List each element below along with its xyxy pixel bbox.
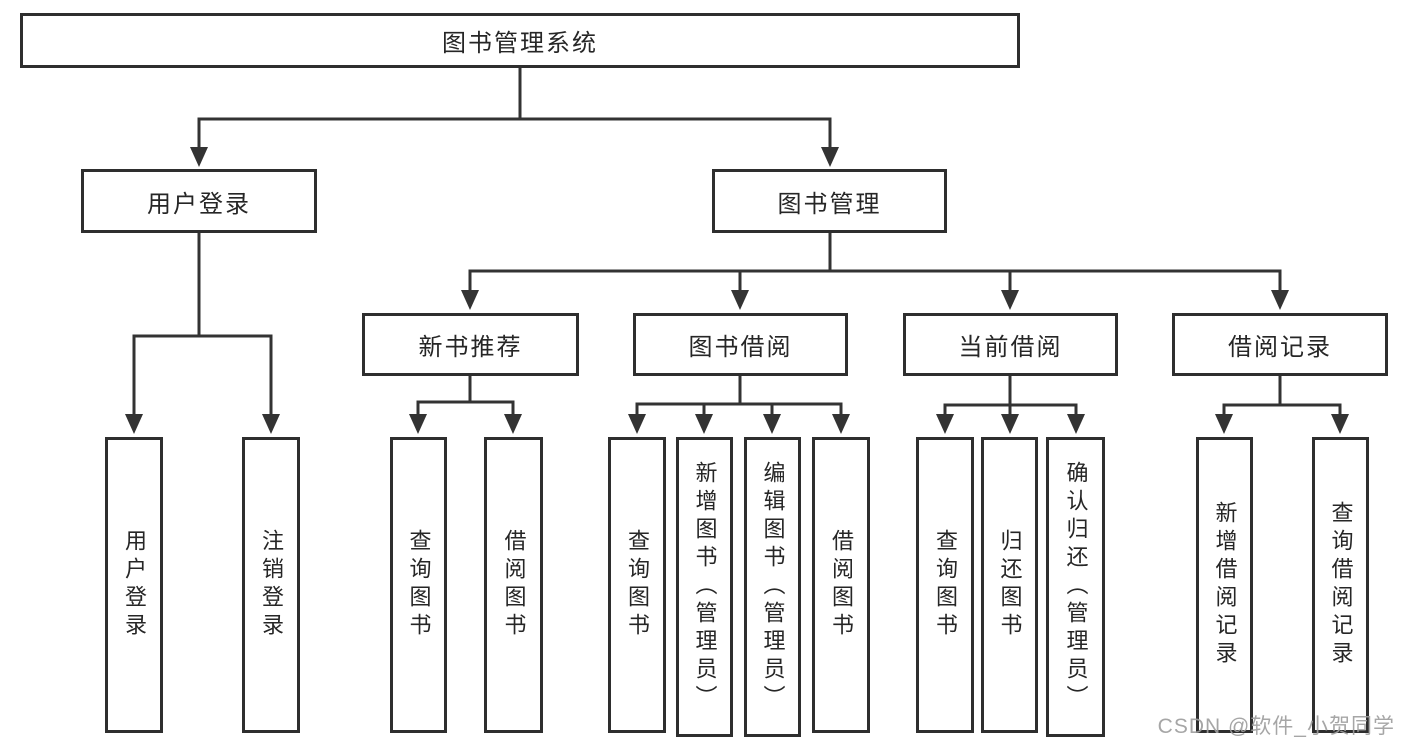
- leaf-query-books-recommend-label: 查询图书: [406, 529, 432, 641]
- leaf-query-books-borrow-label: 查询图书: [625, 529, 650, 641]
- arrowheads: [125, 147, 1349, 434]
- node-current-borrow-label: 当前借阅: [958, 334, 1063, 361]
- leaf-user-login: 用户登录: [105, 437, 163, 733]
- leaf-borrow-books-recommend-label: 借阅图书: [501, 529, 527, 641]
- leaf-add-book-admin-label: 新增图书（管理员）: [692, 461, 718, 713]
- node-book-borrow-label: 图书借阅: [688, 334, 793, 361]
- leaf-return-book: 归还图书: [981, 437, 1038, 733]
- leaf-user-login-label: 用户登录: [122, 529, 147, 641]
- node-root: 图书管理系统: [20, 13, 1020, 68]
- node-borrow-records-label: 借阅记录: [1228, 334, 1332, 361]
- node-user-login-label: 用户登录: [147, 190, 251, 218]
- leaf-borrow-books-label: 借阅图书: [829, 529, 854, 641]
- leaf-add-borrow-record-label: 新增借阅记录: [1212, 501, 1238, 669]
- node-borrow-records: 借阅记录: [1172, 313, 1388, 376]
- leaf-edit-book-admin-label: 编辑图书（管理员）: [760, 461, 786, 713]
- node-root-label: 图书管理系统: [442, 30, 598, 57]
- watermark: CSDN @软件_小贺同学: [1157, 715, 1395, 738]
- node-new-book-recommend-label: 新书推荐: [418, 334, 523, 361]
- leaf-logout-label: 注销登录: [259, 529, 284, 641]
- leaf-borrow-books: 借阅图书: [812, 437, 870, 733]
- node-current-borrow: 当前借阅: [903, 313, 1118, 376]
- node-user-login: 用户登录: [81, 169, 317, 233]
- leaf-borrow-books-recommend: 借阅图书: [484, 437, 543, 733]
- leaf-query-books-current: 查询图书: [916, 437, 974, 733]
- node-book-management-label: 图书管理: [777, 190, 882, 218]
- leaf-confirm-return-admin: 确认归还（管理员）: [1046, 437, 1105, 737]
- leaf-add-borrow-record: 新增借阅记录: [1196, 437, 1253, 733]
- leaf-query-books-borrow: 查询图书: [608, 437, 666, 733]
- leaf-return-book-label: 归还图书: [997, 529, 1023, 641]
- leaf-query-borrow-record: 查询借阅记录: [1312, 437, 1369, 733]
- node-new-book-recommend: 新书推荐: [362, 313, 579, 376]
- leaf-query-books-current-label: 查询图书: [933, 529, 958, 641]
- leaf-confirm-return-admin-label: 确认归还（管理员）: [1063, 461, 1089, 713]
- leaf-edit-book-admin: 编辑图书（管理员）: [744, 437, 801, 737]
- node-book-management: 图书管理: [712, 169, 947, 233]
- leaf-logout: 注销登录: [242, 437, 300, 733]
- node-book-borrow: 图书借阅: [633, 313, 848, 376]
- leaf-query-borrow-record-label: 查询借阅记录: [1328, 501, 1354, 669]
- leaf-add-book-admin: 新增图书（管理员）: [676, 437, 733, 737]
- leaf-query-books-recommend: 查询图书: [390, 437, 447, 733]
